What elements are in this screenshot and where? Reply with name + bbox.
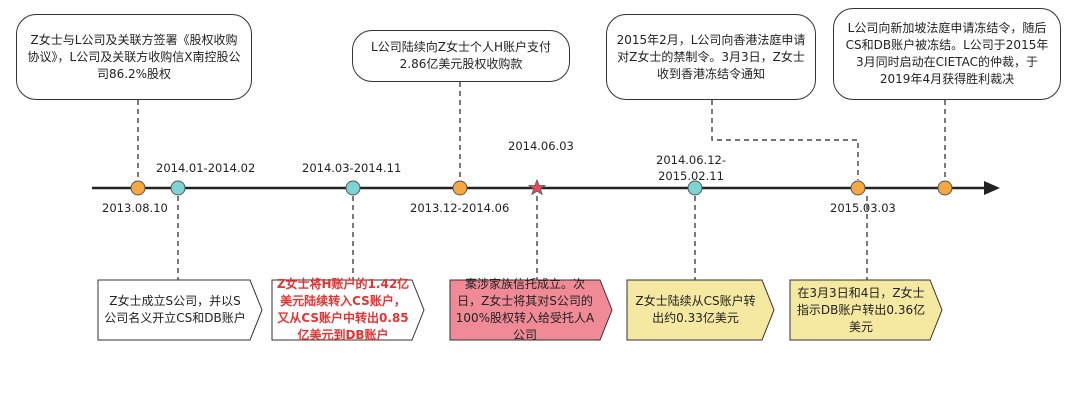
event-box-t2: L公司陆续向Z女士个人H账户支付2.86亿美元股权收购款: [352, 30, 570, 82]
date-label-2014-06-12-line2: 2015.02.11: [658, 169, 724, 183]
box-b1-shape: [97, 279, 263, 341]
event-text-b3: 案涉家族信托成立。次日，Z女士将其对S公司的100%股权转入给受托人A公司: [455, 277, 595, 342]
box-b5-shape: [789, 279, 943, 341]
marker-2014-06-12: [687, 180, 703, 196]
box-b2-shape: [271, 279, 425, 341]
date-label-2014-06-03: 2014.06.03: [508, 139, 574, 153]
date-label-2014-03: 2014.03-2014.11: [302, 161, 402, 175]
marker-star-2014-06-03: [527, 178, 547, 196]
date-label-2014-06-12: 2014.06.12- 2015.02.11: [656, 152, 726, 184]
connector-t3: [711, 100, 859, 180]
event-text-b4: Z女士陆续从CS账户转出约0.33亿美元: [635, 294, 756, 325]
event-box-t3: 2015年2月，L公司向香港法庭申请对Z女士的禁制令。3月3日，Z女士收到香港冻…: [606, 14, 816, 100]
date-label-2014-06-12-line1: 2014.06.12-: [656, 153, 726, 167]
marker-2014-01: [170, 180, 186, 196]
event-box-t1: Z女士与L公司及关联方签署《股权收购协议》，L公司及关联方收购信X南控股公司86…: [16, 14, 252, 100]
timeline-arrowhead: [984, 181, 1000, 195]
marker-2013-08-10: [130, 180, 146, 196]
date-label-2015-03-03: 2015.03.03: [830, 201, 896, 215]
event-text-t4: L公司向新加坡法庭申请冻结令，随后CS和DB账户被冻结。L公司于2015年3月同…: [845, 21, 1049, 86]
event-box-b4: Z女士陆续从CS账户转出约0.33亿美元: [627, 280, 770, 340]
marker-2015-03-final: [937, 180, 953, 196]
event-text-t3: 2015年2月，L公司向香港法庭申请对Z女士的禁制令。3月3日，Z女士收到香港冻…: [616, 32, 806, 81]
marker-2013-12: [452, 180, 468, 196]
marker-2014-03: [345, 180, 361, 196]
box-b4-shape: [626, 279, 775, 341]
event-box-b1: Z女士成立S公司，并以S公司名义开立CS和DB账户: [98, 280, 258, 340]
event-text-b2: Z女士将H账户的1.42亿美元陆续转入CS账户，又从CS账户中转出0.85亿美元…: [276, 277, 410, 342]
event-text-t2: L公司陆续向Z女士个人H账户支付2.86亿美元股权收购款: [371, 40, 551, 71]
date-label-2013-12: 2013.12-2014.06: [410, 201, 510, 215]
event-text-t1: Z女士与L公司及关联方签署《股权收购协议》，L公司及关联方收购信X南控股公司86…: [27, 32, 241, 81]
event-box-t4: L公司向新加坡法庭申请冻结令，随后CS和DB账户被冻结。L公司于2015年3月同…: [833, 8, 1061, 100]
marker-2015-03-03: [850, 180, 866, 196]
date-label-2014-01: 2014.01-2014.02: [156, 161, 256, 175]
event-box-b3: 案涉家族信托成立。次日，Z女士将其对S公司的100%股权转入给受托人A公司: [450, 277, 608, 342]
event-text-b5: 在3月3日和4日，Z女士指示DB账户转出0.36亿美元: [796, 285, 926, 334]
event-text-b1: Z女士成立S公司，并以S公司名义开立CS和DB账户: [104, 294, 246, 325]
event-box-b5: 在3月3日和4日，Z女士指示DB账户转出0.36亿美元: [790, 280, 938, 340]
date-label-2013-08-10: 2013.08.10: [102, 201, 168, 215]
box-b3-shape: [449, 279, 613, 341]
event-box-b2: Z女士将H账户的1.42亿美元陆续转入CS账户，又从CS账户中转出0.85亿美元…: [272, 277, 420, 342]
